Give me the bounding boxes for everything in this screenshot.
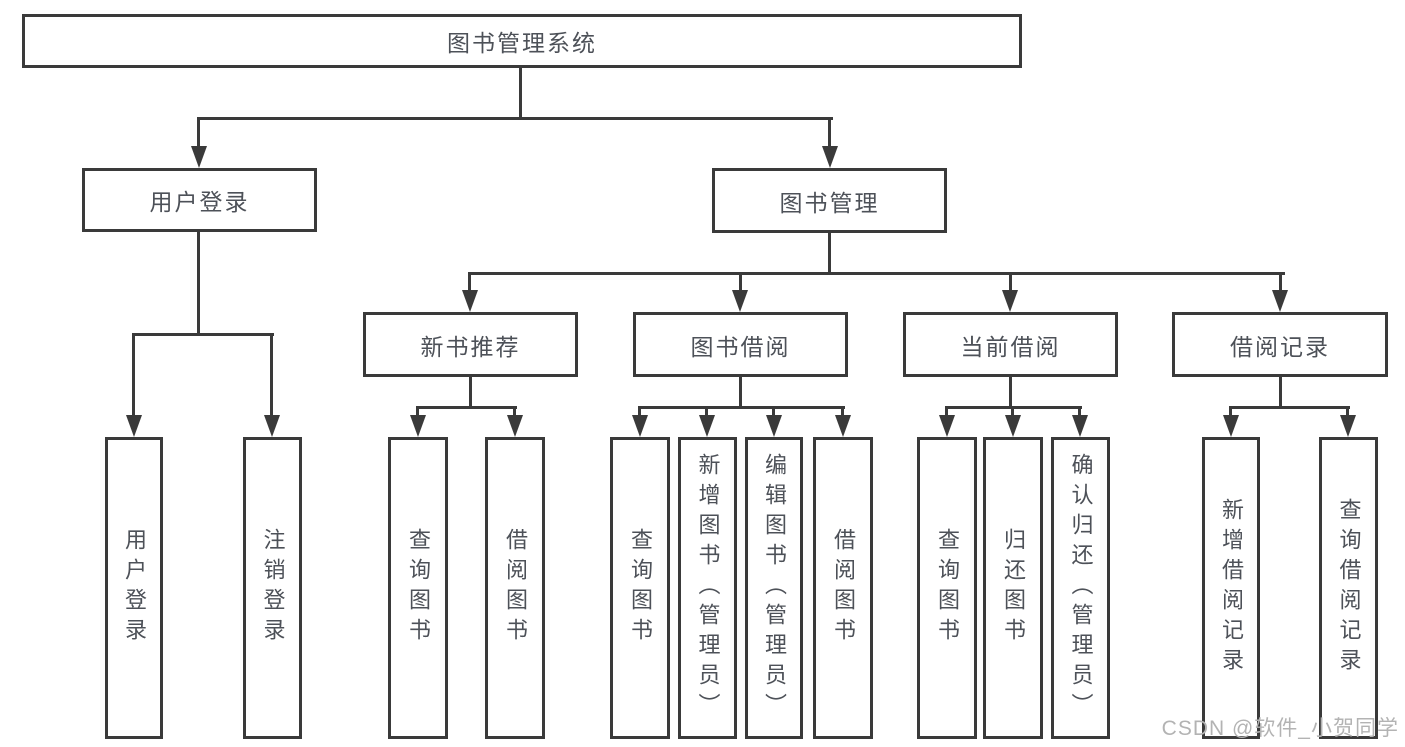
leaf-add-borrow-record: 新增借阅记录 <box>1202 437 1260 739</box>
connector-to-new-book-recommend <box>468 272 471 294</box>
arrowhead-leaf-query-books-recommend <box>410 415 426 437</box>
connector-to-leaf-logout <box>270 333 273 419</box>
arrowhead-leaf-query-borrow-record <box>1340 415 1356 437</box>
arrowhead-leaf-logout <box>264 415 280 437</box>
arrowhead-leaf-borrow-books-recommend <box>507 415 523 437</box>
arrowhead-book-management <box>822 146 838 168</box>
connector-to-leaf-borrow-books <box>841 406 844 420</box>
connector-book-management-stem <box>828 231 831 275</box>
connector-book-borrowing-rail <box>638 406 845 409</box>
arrowhead-leaf-add-books-admin <box>699 415 715 437</box>
node-label: 确认归还（管理员） <box>1068 453 1094 723</box>
connector-book-borrowing-stem <box>739 377 742 409</box>
arrowhead-leaf-user-login <box>126 415 142 437</box>
connector-new-book-recommend-rail <box>416 406 517 409</box>
node-label: 查询图书 <box>935 528 960 648</box>
leaf-add-books-admin: 新增图书（管理员） <box>678 437 737 739</box>
node-label: 新增图书（管理员） <box>695 453 721 723</box>
node-label: 新书推荐 <box>420 333 521 360</box>
node-library-management-system: 图书管理系统 <box>22 14 1022 68</box>
leaf-borrow-books: 借阅图书 <box>813 437 873 739</box>
arrowhead-leaf-query-books-borrowing <box>632 415 648 437</box>
connector-to-user-login <box>197 117 200 151</box>
node-label: 图书管理 <box>779 189 880 216</box>
connector-to-book-borrowing <box>739 272 742 294</box>
leaf-confirm-return-admin: 确认归还（管理员） <box>1051 437 1110 739</box>
node-label: 用户登录 <box>149 189 250 215</box>
connector-borrow-records-rail <box>1229 406 1350 409</box>
arrowhead-leaf-add-borrow-record <box>1223 415 1239 437</box>
arrowhead-new-book-recommend <box>462 290 478 312</box>
connector-level2-rail <box>468 272 1285 275</box>
arrowhead-user-login <box>191 146 207 168</box>
connector-to-leaf-user-login <box>132 333 135 419</box>
connector-to-leaf-add-borrow-record <box>1229 406 1232 420</box>
connector-to-leaf-query-books-current <box>945 406 948 420</box>
node-book-borrowing: 图书借阅 <box>633 312 848 377</box>
connector-to-leaf-query-books-recommend <box>416 406 419 420</box>
node-label: 当前借阅 <box>960 333 1061 360</box>
node-label: 归还图书 <box>1001 528 1026 648</box>
connector-to-borrow-records <box>1279 272 1282 294</box>
arrowhead-book-borrowing <box>732 290 748 312</box>
connector-borrow-records-stem <box>1279 377 1282 409</box>
connector-to-leaf-return-books <box>1011 406 1014 420</box>
connector-to-leaf-query-books-borrowing <box>638 406 641 420</box>
arrowhead-leaf-confirm-return-admin <box>1072 415 1088 437</box>
leaf-query-borrow-record: 查询借阅记录 <box>1319 437 1378 739</box>
connector-root-stem <box>519 68 522 120</box>
arrowhead-leaf-return-books <box>1005 415 1021 437</box>
connector-current-borrowing-stem <box>1009 377 1012 409</box>
connector-to-leaf-borrow-books-recommend <box>513 406 516 420</box>
node-label: 借阅记录 <box>1230 333 1330 360</box>
node-label: 新增借阅记录 <box>1219 498 1244 678</box>
node-user-login: 用户登录 <box>82 168 317 232</box>
arrowhead-leaf-edit-books-admin <box>766 415 782 437</box>
connector-to-book-management <box>828 117 831 151</box>
connector-to-leaf-query-borrow-record <box>1346 406 1349 420</box>
connector-level1-rail <box>197 117 833 120</box>
connector-to-leaf-confirm-return-admin <box>1078 406 1081 420</box>
leaf-query-books-recommend: 查询图书 <box>388 437 448 739</box>
leaf-user-login: 用户登录 <box>105 437 163 739</box>
arrowhead-current-borrowing <box>1002 290 1018 312</box>
csdn-watermark: CSDN @软件_小贺同学 <box>1161 717 1399 740</box>
leaf-borrow-books-recommend: 借阅图书 <box>485 437 545 739</box>
connector-to-current-borrowing <box>1009 272 1012 294</box>
node-label: 图书管理系统 <box>447 30 597 56</box>
leaf-query-books-borrowing: 查询图书 <box>610 437 670 739</box>
node-label: 查询图书 <box>406 528 431 648</box>
arrowhead-leaf-query-books-current <box>939 415 955 437</box>
connector-user-login-stem <box>197 230 200 336</box>
node-book-management: 图书管理 <box>712 168 947 233</box>
node-label: 用户登录 <box>122 528 147 648</box>
node-label: 借阅图书 <box>831 528 856 648</box>
leaf-edit-books-admin: 编辑图书（管理员） <box>745 437 803 739</box>
connector-to-leaf-edit-books-admin <box>772 406 775 420</box>
leaf-query-books-current: 查询图书 <box>917 437 977 739</box>
node-borrow-records: 借阅记录 <box>1172 312 1388 377</box>
arrowhead-leaf-borrow-books <box>835 415 851 437</box>
connector-user-login-rail <box>132 333 274 336</box>
node-label: 图书借阅 <box>690 333 791 360</box>
connector-to-leaf-add-books-admin <box>705 406 708 420</box>
leaf-return-books: 归还图书 <box>983 437 1043 739</box>
leaf-logout: 注销登录 <box>243 437 302 739</box>
node-current-borrowing: 当前借阅 <box>903 312 1118 377</box>
connector-new-book-recommend-stem <box>469 377 472 409</box>
node-label: 注销登录 <box>260 528 286 648</box>
node-label: 编辑图书（管理员） <box>762 453 787 723</box>
node-label: 借阅图书 <box>503 528 528 648</box>
node-label: 查询借阅记录 <box>1336 498 1362 678</box>
node-new-book-recommend: 新书推荐 <box>363 312 578 377</box>
node-label: 查询图书 <box>628 528 653 648</box>
arrowhead-borrow-records <box>1272 290 1288 312</box>
